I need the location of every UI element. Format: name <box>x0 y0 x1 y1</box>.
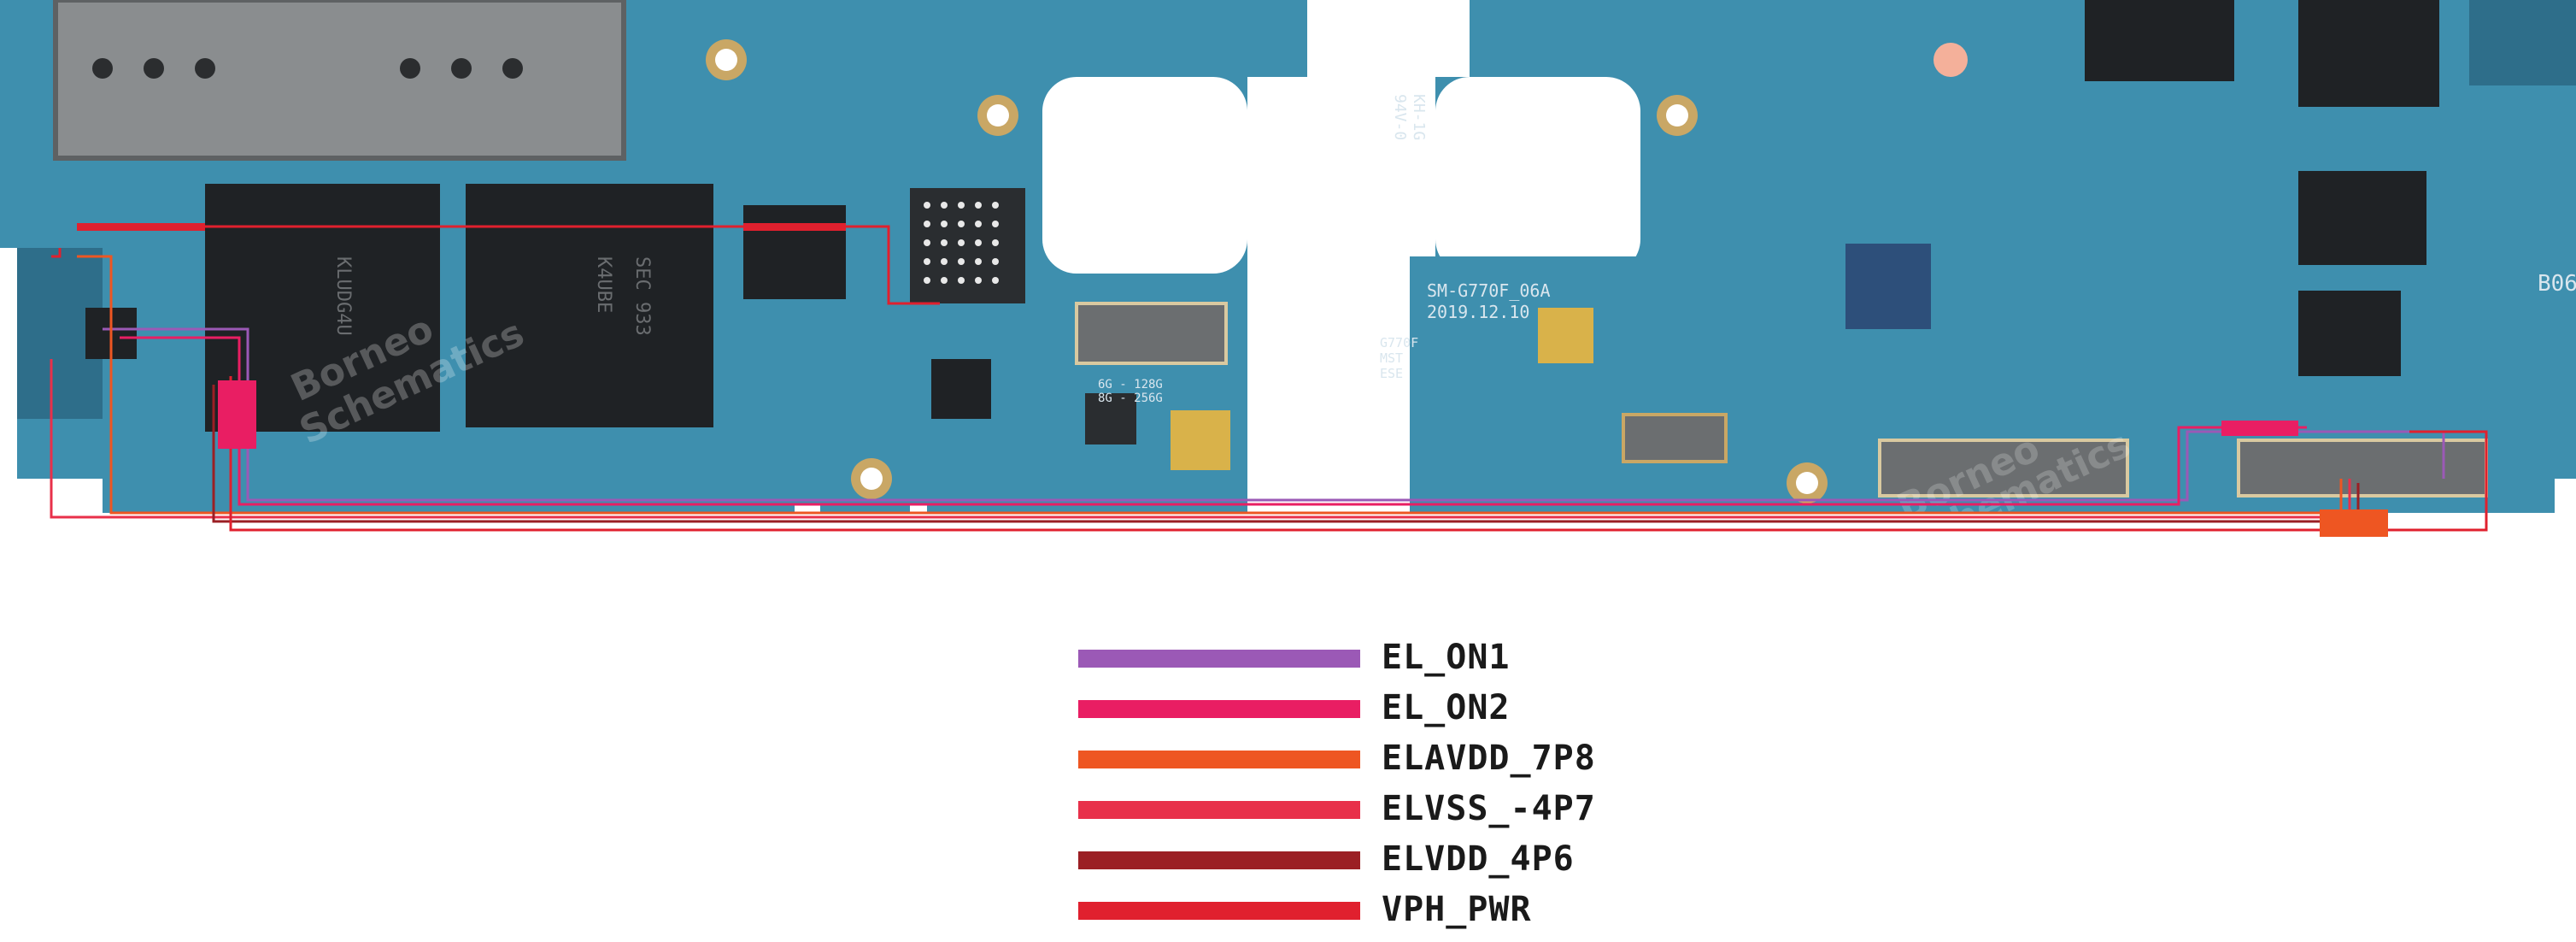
legend-item-vph-pwr: VPH_PWR <box>1078 890 1676 942</box>
silk-rotated-code: 94V-0 <box>1391 94 1409 140</box>
legend-item-elavdd: ELAVDD_7P8 <box>1078 739 1676 791</box>
memory-chip-2 <box>466 184 713 427</box>
legend-item-el-on1: EL_ON1 <box>1078 638 1676 690</box>
silk-partial: B06 <box>2538 271 2576 297</box>
qr-label-right <box>1538 308 1593 363</box>
pcb-left-cutout <box>1042 77 1247 274</box>
legend-label-vph-pwr: VPH_PWR <box>1382 890 1532 929</box>
legend-swatch-vph-pwr <box>1078 902 1360 920</box>
silk-model: SM-G770F_06A <box>1427 280 1551 301</box>
legend-item-elvss: ELVSS_-4P7 <box>1078 789 1676 841</box>
legend-label-el-on2: EL_ON2 <box>1382 688 1511 727</box>
right-chip-5 <box>2298 291 2401 376</box>
display-connector-1 <box>1878 439 2129 497</box>
legend-label-elvdd: ELVDD_4P6 <box>1382 839 1575 879</box>
display-connector-2 <box>2237 439 2488 497</box>
silk-rotated-code2: KH-1G <box>1410 94 1428 140</box>
vph-label-bar-2 <box>743 223 846 231</box>
silk-memory-2: 8G - 256G <box>1098 392 1163 405</box>
pcb-board-image: SM-G770F_06A 2019.12.10 G770F MST ESE 6G… <box>0 0 2576 537</box>
soc-chip-small <box>743 205 846 299</box>
legend-label-elavdd: ELAVDD_7P8 <box>1382 739 1596 778</box>
vph-label-bar-1 <box>77 223 205 231</box>
right-chip-3 <box>2298 171 2426 265</box>
legend: EL_ON1 EL_ON2 ELAVDD_7P8 ELVSS_-4P7 ELVD… <box>1078 638 1676 942</box>
legend-swatch-elvdd <box>1078 851 1360 869</box>
right-chip-1 <box>2085 0 2234 81</box>
legend-swatch-elvss <box>1078 801 1360 819</box>
bga-dots <box>924 202 999 284</box>
silk-variant-2: MST <box>1380 350 1403 366</box>
legend-swatch-el-on2 <box>1078 700 1360 718</box>
sim-tray <box>53 0 626 161</box>
trace-elvss <box>50 359 2351 519</box>
net-labels-right-bottom <box>2320 509 2388 537</box>
chip-label-2: K4UBE <box>593 256 614 313</box>
silk-variant-3: ESE <box>1380 366 1403 381</box>
silk-variant-1: G770F <box>1380 335 1418 350</box>
net-labels-right-top <box>2221 421 2298 436</box>
legend-swatch-el-on1 <box>1078 650 1360 668</box>
sim-tray-holes <box>92 58 523 79</box>
trace-elvdd <box>212 385 2360 523</box>
right-chip-2 <box>2298 0 2439 107</box>
left-board-connector <box>1075 302 1228 365</box>
right-connector-small <box>1622 413 1728 463</box>
legend-swatch-elavdd <box>1078 751 1360 768</box>
small-chip-left <box>931 359 991 419</box>
net-labels-vertical <box>218 380 256 449</box>
legend-label-elvss: ELVSS_-4P7 <box>1382 789 1596 828</box>
qr-label-left <box>1171 410 1230 470</box>
right-dark-panel <box>2469 0 2576 85</box>
small-chip-left2 <box>1085 393 1136 445</box>
legend-item-elvdd: ELVDD_4P6 <box>1078 839 1676 892</box>
legend-item-el-on2: EL_ON2 <box>1078 688 1676 740</box>
chip-label-3: SEC 933 <box>631 256 653 336</box>
right-chip-4 <box>1845 244 1931 329</box>
trace-elavdd <box>77 255 2343 515</box>
mount-holes <box>706 39 1968 503</box>
pcb-right-cutout <box>1435 77 1640 274</box>
chip-label-1: KLUDG4U <box>332 256 354 336</box>
silk-memory-1: 6G - 128G <box>1098 378 1163 392</box>
trace-el-on2 <box>120 336 2307 506</box>
trace-vph-pwr <box>51 225 2488 532</box>
legend-label-el-on1: EL_ON1 <box>1382 638 1511 677</box>
silk-date: 2019.12.10 <box>1427 302 1529 322</box>
